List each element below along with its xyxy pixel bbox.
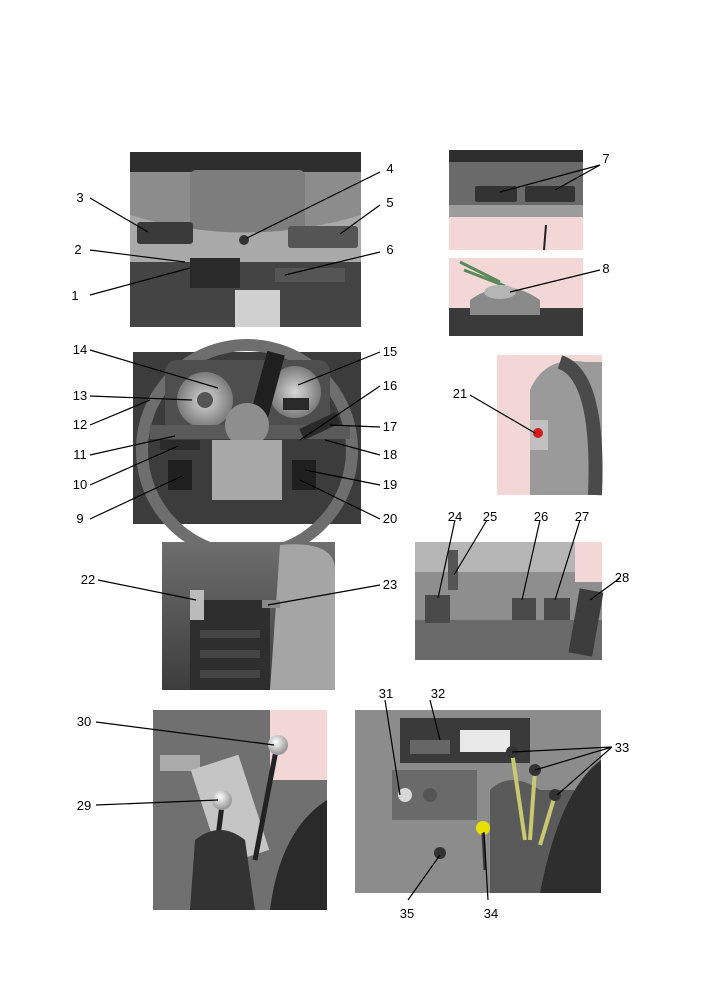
callout-4: 4 (386, 161, 393, 176)
callout-29: 29 (77, 798, 91, 813)
callout-7: 7 (602, 151, 609, 166)
callout-32: 32 (431, 686, 445, 701)
callout-16: 16 (383, 378, 397, 393)
callout-18: 18 (383, 447, 397, 462)
callout-2: 2 (74, 242, 81, 257)
callout-10: 10 (73, 477, 87, 492)
photo-left-floor (162, 542, 335, 690)
callout-24: 24 (448, 509, 462, 524)
callout-12: 12 (73, 417, 87, 432)
photo-instrument-panel (133, 339, 361, 561)
callout-14: 14 (73, 342, 87, 357)
callout-25: 25 (483, 509, 497, 524)
callout-17: 17 (383, 419, 397, 434)
photo-levers-left (153, 710, 327, 910)
callout-15: 15 (383, 344, 397, 359)
callout-35: 35 (400, 906, 414, 921)
callout-6: 6 (386, 242, 393, 257)
photo-window-handle (449, 258, 583, 336)
callout-31: 31 (379, 686, 393, 701)
callout-30: 30 (77, 714, 91, 729)
callout-23: 23 (383, 577, 397, 592)
callout-33: 33 (615, 740, 629, 755)
photo-roof-vents (449, 150, 583, 251)
callout-20: 20 (383, 511, 397, 526)
photo-emergency-button (497, 355, 603, 496)
callout-19: 19 (383, 477, 397, 492)
callout-11: 11 (73, 447, 87, 462)
callout-1: 1 (71, 288, 78, 303)
callout-22: 22 (81, 572, 95, 587)
photo-right-console (355, 710, 601, 893)
callout-13: 13 (73, 388, 87, 403)
callout-27: 27 (575, 509, 589, 524)
callout-9: 9 (76, 511, 83, 526)
callout-labels: 1 2 3 4 5 6 7 8 9 10 11 12 13 14 15 16 1… (71, 151, 629, 921)
callout-5: 5 (386, 195, 393, 210)
callout-28: 28 (615, 570, 629, 585)
callout-26: 26 (534, 509, 548, 524)
callout-34: 34 (484, 906, 498, 921)
photo-pedals (415, 542, 604, 660)
callout-8: 8 (602, 261, 609, 276)
leader-lines (89, 164, 621, 901)
photo-overhead-console (130, 152, 361, 327)
callout-3: 3 (76, 190, 83, 205)
callout-21: 21 (453, 386, 467, 401)
